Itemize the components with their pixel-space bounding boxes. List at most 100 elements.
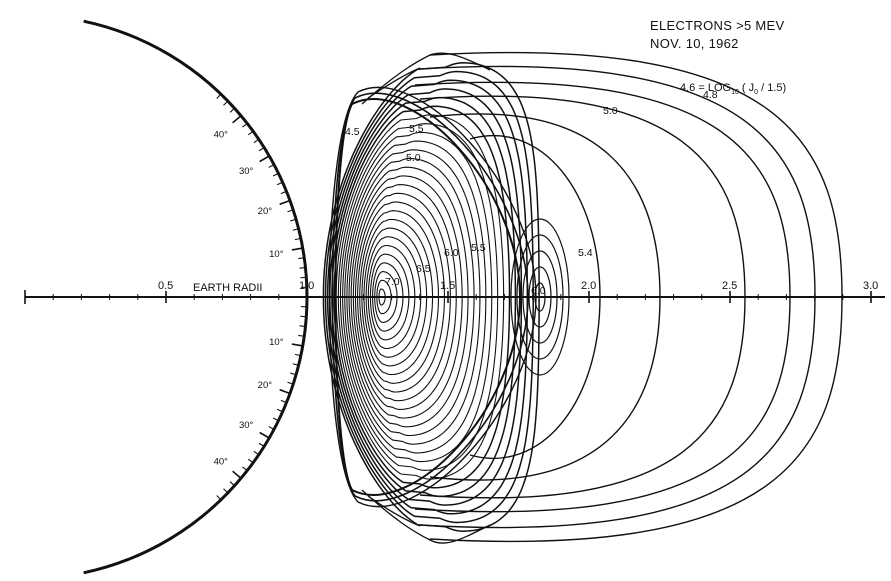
latitude-tick — [291, 247, 303, 251]
latitude-tick — [229, 107, 235, 113]
contour-line — [369, 253, 410, 341]
latitude-tick — [242, 122, 248, 128]
earth-radii-axis: 0.5 1.0 1.5 2.0 2.5 3.0 — [24, 280, 885, 304]
contour-line — [429, 51, 843, 543]
axis-tick-label: 2.0 — [581, 280, 596, 292]
contour-line — [510, 218, 570, 376]
latitude-tick — [298, 334, 305, 337]
figure-title-line2: NOV. 10, 1962 — [650, 36, 739, 51]
contour-line — [419, 65, 816, 529]
latitude-label: 20° — [258, 380, 273, 391]
latitude-tick — [280, 190, 287, 195]
contour-line — [337, 123, 499, 471]
contour-label: 6.5 — [416, 263, 431, 275]
contour-label: 4.8 — [703, 89, 718, 101]
contour-label: 7.0 — [385, 276, 400, 288]
latitude-tick — [292, 228, 299, 231]
latitude-tick — [268, 164, 275, 168]
contour-label: 5.4 — [578, 247, 593, 259]
axis-label: EARTH RADII — [193, 282, 262, 294]
contour-line — [322, 62, 540, 532]
contour-line — [419, 95, 746, 499]
latitude-label: 40° — [214, 456, 229, 467]
latitude-tick — [290, 372, 297, 376]
contour-line — [331, 92, 529, 502]
latitude-tick — [276, 408, 283, 413]
axis-tick-label: 2.5 — [722, 280, 737, 292]
contour-line — [328, 86, 537, 508]
contour-line — [516, 234, 564, 360]
latitude-tick — [259, 431, 270, 439]
contour-line — [534, 282, 546, 312]
contour-line — [354, 192, 451, 402]
contour-line — [334, 98, 522, 496]
axis-tick-label: 3.0 — [863, 280, 878, 292]
latitude-tick — [298, 257, 305, 260]
latitude-tick — [287, 209, 294, 213]
contour-label: 4.5 — [345, 126, 360, 138]
latitude-tick — [279, 388, 291, 395]
contour-line — [324, 70, 534, 524]
contour-line — [378, 288, 386, 306]
contour-label: 6.0 — [531, 285, 546, 297]
latitude-tick — [216, 495, 222, 501]
latitude-tick — [291, 343, 303, 347]
contour-line — [342, 140, 487, 454]
latitude-tick — [223, 488, 229, 494]
latitude-tick — [258, 442, 265, 447]
latitude-tick — [299, 266, 306, 269]
latitude-tick — [247, 458, 254, 464]
contour-label: 5.5 — [471, 242, 486, 254]
contour-line — [348, 166, 469, 428]
contour-line — [367, 495, 421, 527]
contour-line — [361, 52, 491, 105]
contour-label: 5.5 — [409, 123, 424, 135]
contour-line — [344, 149, 481, 445]
latitude-label: 20° — [258, 206, 273, 217]
latitude-tick — [216, 93, 222, 99]
latitude-tick — [229, 481, 235, 487]
contour-line — [350, 175, 463, 419]
axis-tick-label: 1.5 — [440, 280, 455, 292]
latitude-label: 30° — [239, 420, 254, 431]
contour-line — [352, 184, 457, 410]
contour-label: 5.0 — [603, 105, 618, 117]
contour-line — [429, 113, 661, 481]
latitude-tick — [294, 237, 301, 241]
latitude-tick — [232, 115, 242, 124]
latitude-tick — [280, 399, 287, 404]
contour-label: 5.0 — [406, 152, 421, 164]
contour-line — [339, 131, 493, 463]
axis-tick-label: 1.0 — [299, 280, 314, 292]
contour-line — [326, 79, 529, 515]
contour-line — [522, 250, 558, 344]
axis-tick-label: 0.5 — [158, 280, 173, 292]
latitude-tick — [253, 450, 260, 456]
latitude-tick — [294, 353, 301, 357]
contour-line — [359, 210, 440, 384]
contour-line — [367, 67, 421, 99]
latitude-tick — [272, 417, 279, 422]
formula-label: 4.6 = LOG10 ( J0 / 1.5) — [680, 82, 786, 96]
contour-line — [361, 218, 434, 376]
latitude-tick — [272, 172, 279, 177]
contour-line — [469, 134, 601, 460]
contour-line — [528, 266, 552, 328]
flux-contours — [322, 51, 843, 544]
latitude-tick — [299, 325, 306, 328]
latitude-tick — [253, 138, 260, 144]
latitude-tick — [223, 100, 229, 106]
latitude-tick — [247, 130, 254, 136]
contour-line — [333, 105, 511, 489]
latitude-tick — [258, 147, 265, 152]
contour-line — [357, 201, 445, 393]
contour-line — [374, 271, 398, 323]
latitude-tick — [268, 426, 275, 430]
figure-title-line1: ELECTRONS >5 MEV — [650, 18, 785, 33]
latitude-tick — [292, 363, 299, 366]
latitude-tick — [287, 381, 294, 385]
contour-line — [361, 489, 491, 544]
latitude-tick — [290, 218, 297, 222]
contour-line — [367, 244, 416, 350]
